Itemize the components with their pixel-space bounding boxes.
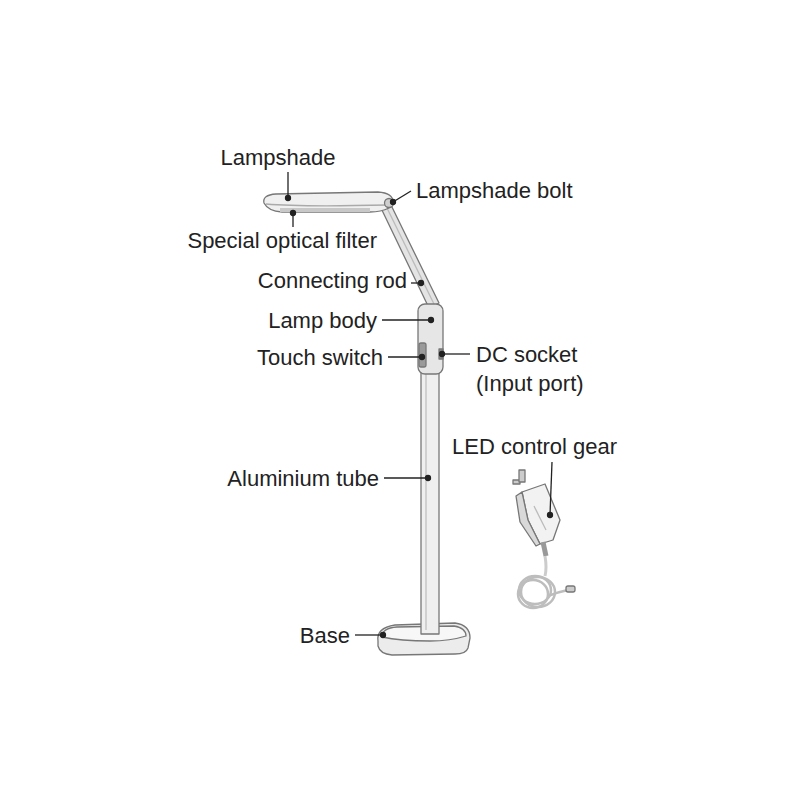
lampshade-rim xyxy=(266,204,388,206)
part-label: Lampshade bolt xyxy=(416,176,573,205)
led-control-gear xyxy=(513,470,575,608)
part-label: Touch switch xyxy=(257,343,383,372)
leader-line xyxy=(550,462,552,515)
part-label: LED control gear xyxy=(452,432,617,461)
leader-line xyxy=(384,477,428,478)
part-label: DC socket (Input port) xyxy=(476,340,626,398)
part-label: Lampshade xyxy=(221,143,336,172)
leader-line xyxy=(287,172,288,198)
part-label: Aluminium tube xyxy=(227,464,379,493)
part-label: Connecting rod xyxy=(258,266,407,295)
tube-highlight xyxy=(425,372,427,630)
leader-line xyxy=(393,191,411,202)
leader-line xyxy=(442,353,470,354)
part-label: Lamp body xyxy=(268,306,377,335)
part-label: Base xyxy=(300,621,350,650)
leader-line xyxy=(355,634,383,635)
lamp-body xyxy=(418,304,443,374)
lampshade xyxy=(264,192,393,212)
leader-line xyxy=(388,356,422,357)
touch-switch xyxy=(419,343,426,367)
aluminium-tube xyxy=(421,368,439,634)
part-label: Special optical filter xyxy=(187,226,377,255)
leader-line xyxy=(382,319,431,320)
